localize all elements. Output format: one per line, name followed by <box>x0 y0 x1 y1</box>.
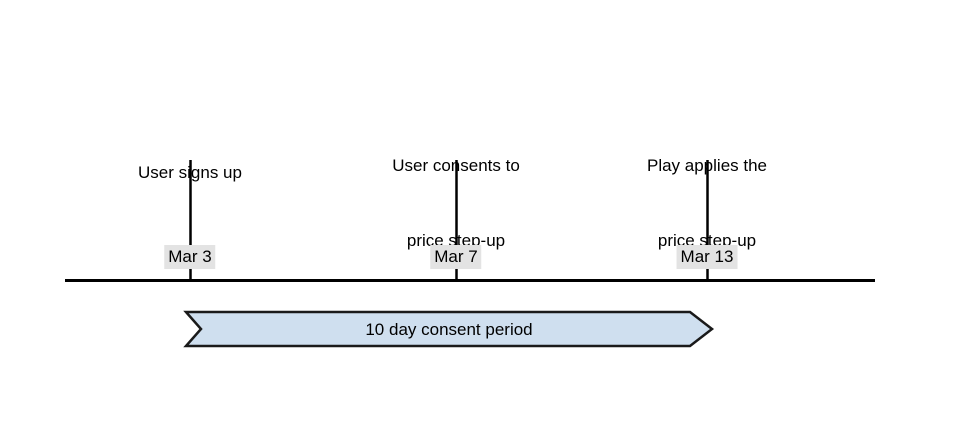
event-caption-line: User signs up <box>138 163 242 182</box>
date-chip-user-consents: Mar 7 <box>430 245 482 269</box>
event-caption-user-signs-up: User signs up <box>60 110 320 210</box>
consent-period-label: 10 day consent period <box>365 320 533 339</box>
event-caption-user-consents: User consents to price step-up <box>316 103 596 278</box>
date-chip-user-signs-up: Mar 3 <box>164 245 216 269</box>
event-caption-line: User consents to <box>392 156 520 175</box>
consent-period-banner <box>183 310 715 348</box>
event-caption-line: Play applies the <box>646 156 768 175</box>
date-chip-play-applies-step-up: Mar 13 <box>676 245 738 269</box>
